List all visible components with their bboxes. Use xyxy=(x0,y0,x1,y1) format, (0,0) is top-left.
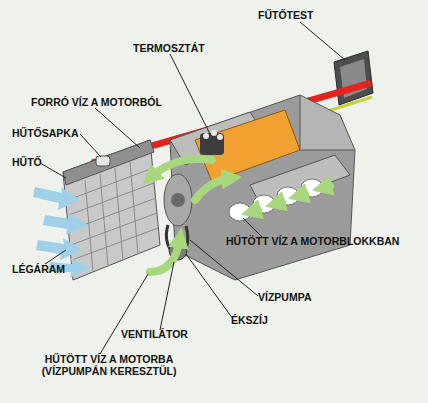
radiator-tank xyxy=(63,140,154,185)
thermostat-pin xyxy=(211,130,217,136)
part-label: HŰTŐSAPKA xyxy=(12,127,79,139)
thermostat-pin xyxy=(203,133,209,139)
radiator-cap xyxy=(96,156,110,166)
thermostat-housing xyxy=(200,133,224,155)
part-label: TERMOSZTÁT xyxy=(133,42,205,54)
fan xyxy=(164,174,192,226)
engine-rear xyxy=(300,95,355,150)
heater-core xyxy=(334,51,373,105)
part-label: FŰTŐTEST xyxy=(258,9,313,21)
radiator xyxy=(63,140,160,280)
leader-lines xyxy=(40,22,345,354)
part-label: HŰTÖTT VÍZ A MOTORBA (VÍZPUMPÁN KERESZTÜ… xyxy=(18,353,200,377)
radiator-fins xyxy=(68,162,158,272)
engine-block xyxy=(170,95,355,280)
part-label: HŰTÖTT VÍZ A MOTORBLOKKBAN xyxy=(226,235,399,247)
part-label: HŰTŐ xyxy=(12,156,42,168)
coolant-flow xyxy=(150,159,330,272)
intake-manifold xyxy=(195,110,300,182)
part-label: VÍZPUMPA xyxy=(258,291,311,303)
thermostat-pin xyxy=(217,134,223,140)
part-label: FORRÓ VÍZ A MOTORBÓL xyxy=(31,96,162,108)
part-label: ÉKSZÍJ xyxy=(231,314,268,326)
part-label: LÉGÁRAM xyxy=(12,263,65,275)
fan-hub xyxy=(171,193,185,207)
part-label: VENTILÁTOR xyxy=(121,328,188,340)
